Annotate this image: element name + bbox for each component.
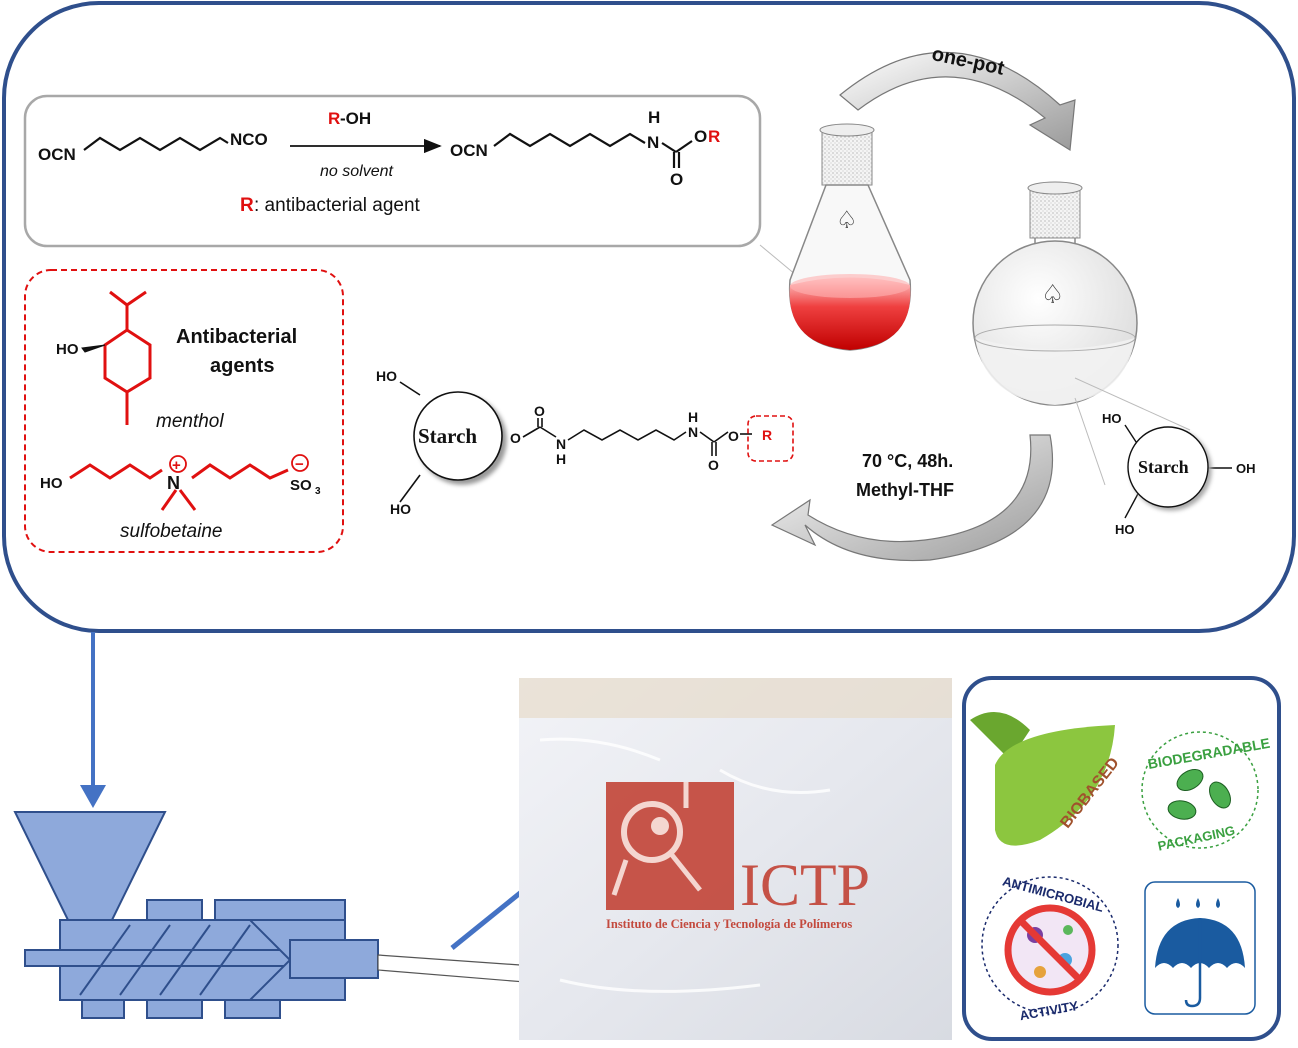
agents-box [24,269,344,553]
antimicrobial-badge: ANTIMICROBIAL ACTIVITY [981,873,1119,1023]
extrudate [377,954,526,983]
condition-line-1: 70 °C, 48h. [862,451,953,471]
sulfo-n: N [167,473,180,493]
starch-product-label: Starch [418,424,477,448]
flask-icon: ♤ [759,123,912,351]
spade-icon: ♤ [1041,279,1064,309]
starch-product: Starch HO HO O O N H N H O O R [376,368,794,517]
menthol-label: menthol [156,411,224,432]
menthol-structure [81,290,152,425]
ictp-subtitle: Instituto de Ciencia y Tecnología de Pol… [606,917,852,931]
recycle-icon [1167,769,1231,820]
legend-r: R [240,195,254,216]
sulfo-so3-sub: 3 [315,486,321,497]
condition-line-2: Methyl-THF [856,480,954,500]
spade-icon: ♤ [836,207,858,234]
reaction-arrow: R -OH no solvent [290,109,442,180]
no-bacteria-icon [1004,904,1096,996]
menthol-ho: HO [56,341,79,358]
reagent-oh: -OH [340,109,371,128]
ocn-label: OCN [38,145,76,164]
starch-raw: Starch HO OH HO [1102,411,1256,537]
ictp-logo-text: ICTP [740,852,870,918]
product-h: H [648,108,660,127]
sulfo-minus: − [295,456,304,473]
condition-text: no solvent [320,163,393,180]
starch-h1: H [556,451,566,467]
nco-label: NCO [230,130,268,149]
product-n: N [647,133,659,152]
agents-title-2: agents [210,355,274,377]
bag-photo: ICTP Instituto de Ciencia y Tecnología d… [519,678,952,1040]
starch-raw-oh: OH [1236,461,1256,476]
sulfo-ho: HO [40,475,63,492]
diagonal-arrow [450,883,532,950]
reaction-box [23,94,762,248]
sulfo-so3: SO [290,477,312,494]
product-carbonyl-o: O [670,170,683,189]
umbrella-icon [1144,881,1256,1015]
starch-n1: N [556,436,566,452]
starch-o1: O [510,430,521,446]
one-pot-arrow [839,51,1076,152]
product-molecule: OCN N H O O R [450,108,720,189]
starch-ho-bottom: HO [390,501,411,517]
starch-raw-ho-top: HO [1102,411,1122,426]
return-arrow [770,434,1054,562]
extruder-icon [13,811,379,1019]
sulfobetaine-label: sulfobetaine [120,521,222,542]
starch-raw-label: Starch [1138,457,1189,477]
starch-carbonyl-o2: O [708,457,719,473]
starch-r: R [762,427,772,443]
agents-title-1: Antibacterial [176,326,297,348]
reagent-r: R [328,109,340,128]
starch-h2: H [688,409,698,425]
product-ocn: OCN [450,141,488,160]
product-ester-o: O [694,127,707,146]
starch-n2: N [688,424,698,440]
starch-carbonyl-o1: O [534,403,545,419]
hdi-molecule: OCN NCO [38,130,268,164]
starch-raw-ho-bottom: HO [1115,522,1135,537]
product-r: R [708,127,720,146]
legend-text: : antibacterial agent [254,195,421,216]
starch-ho-top: HO [376,368,397,384]
starch-o2: O [728,428,739,444]
flask-icon: ♤ [972,181,1191,486]
sulfobetaine-structure [69,454,309,511]
sulfo-plus: + [172,457,181,474]
